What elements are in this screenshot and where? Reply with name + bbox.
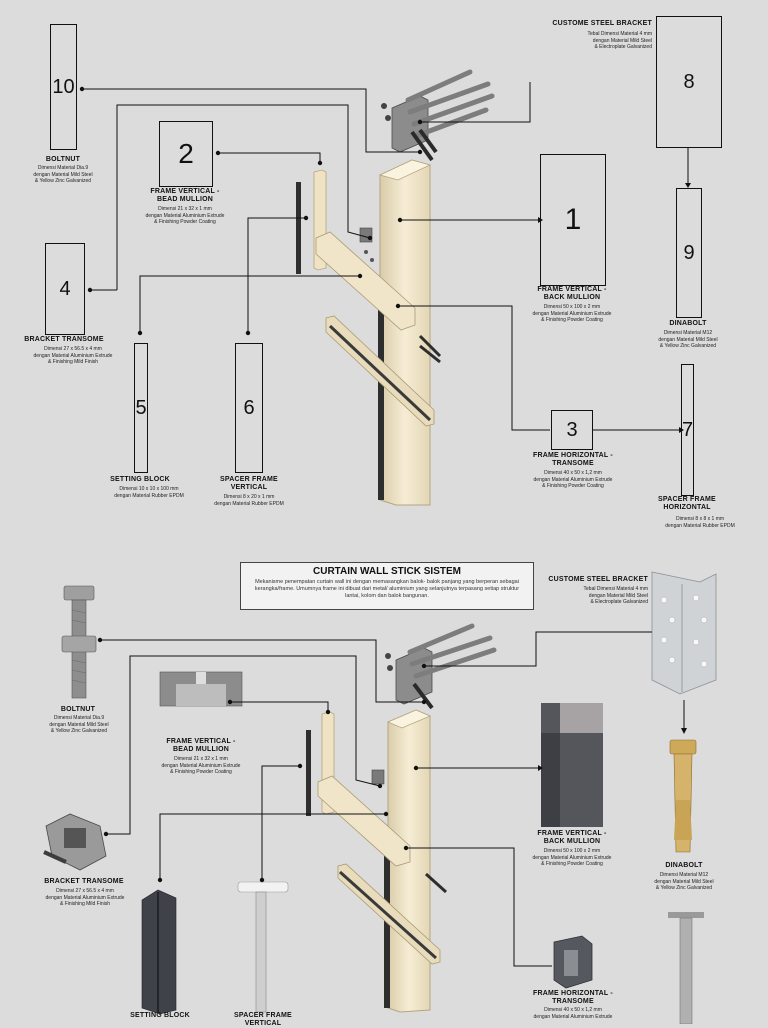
bottom-boltnut-image — [61, 585, 97, 699]
box-4: 4 — [45, 243, 85, 335]
bottom-spacer-vertical-image — [237, 881, 289, 1013]
bottom-bead-mullion-image — [159, 671, 243, 707]
bottom-setting-title: SETTING BLOCK — [130, 1012, 190, 1019]
bottom-dinabolt-image — [669, 739, 697, 853]
box-8: 8 — [656, 16, 722, 148]
bottom-back-title: FRAME VERTICAL -BACK MULLION — [537, 830, 607, 845]
box-5: 5 — [134, 343, 148, 473]
box-9: 9 — [676, 188, 702, 318]
top-bracket-transome-title: BRACKET TRANSOME — [24, 336, 104, 343]
bottom-steel-bracket-assembly — [385, 623, 497, 710]
page-title: CURTAIN WALL STICK SISTEM — [313, 566, 461, 577]
top-bead-title: FRAME VERTICAL -BEAD MULLION — [150, 188, 220, 203]
top-assembly — [79, 69, 691, 506]
box-10: 10 — [50, 24, 77, 150]
bottom-assembly — [43, 571, 717, 1024]
top-horizontal-title: FRAME HORIZONTAL -TRANSOME — [533, 452, 613, 467]
page-description: Mekanisme penempatan curtain wall ini de… — [254, 579, 520, 599]
bottom-bead-title: FRAME VERTICAL -BEAD MULLION — [166, 738, 236, 753]
top-back-title: FRAME VERTICAL -BACK MULLION — [537, 286, 607, 301]
box-7: 7 — [681, 364, 694, 496]
top-boltnut-title: BOLTNUT — [45, 156, 81, 163]
bottom-setting-block-image — [141, 889, 177, 1015]
bottom-back-mullion-image — [541, 703, 603, 827]
bottom-horizontal-title: FRAME HORIZONTAL -TRANSOME — [533, 990, 613, 1005]
bottom-bracket-transome-title: BRACKET TRANSOME — [44, 878, 124, 885]
top-bracket-title: CUSTOME STEEL BRACKET — [552, 20, 652, 27]
bottom-transome-image — [553, 935, 593, 989]
box-2: 2 — [159, 121, 213, 187]
box-6: 6 — [235, 343, 263, 473]
bottom-bracket-image — [651, 571, 717, 695]
box-3: 3 — [551, 410, 593, 450]
bottom-dinabolt-title: DINABOLT — [665, 862, 703, 869]
bottom-title-box: CURTAIN WALL STICK SISTEM Mekanisme pene… — [240, 562, 534, 610]
top-transome-upper — [315, 231, 416, 331]
top-setting-title: SETTING BLOCK — [110, 476, 170, 483]
bottom-boltnut-title: BOLTNUT — [60, 706, 96, 713]
top-back-mullion — [379, 159, 431, 506]
bottom-prop-image — [668, 912, 704, 1024]
top-dinabolt-title: DINABOLT — [669, 320, 707, 327]
bottom-bracket-transome-image — [43, 813, 107, 871]
top-steel-bracket-assembly — [381, 69, 495, 162]
bottom-bracket-title: CUSTOME STEEL BRACKET — [548, 576, 648, 583]
top-spacer-vertical-piece — [296, 182, 301, 274]
box-1: 1 — [540, 154, 606, 286]
